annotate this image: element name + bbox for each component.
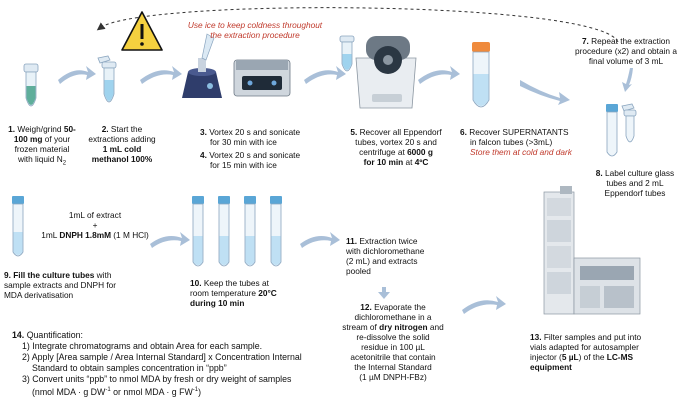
warning-icon [121,11,163,51]
culture-tube-step9-icon [12,196,24,257]
arrow-5-6 [418,66,460,84]
centrifuge-icon [355,36,417,109]
eppendorf-methanol-icon [97,55,117,103]
step-2-text: 2. Start the extractions adding 1 mL col… [88,124,156,164]
vortex-icon [182,33,222,98]
step-13-text: 13. Filter samples and put into vials ad… [530,332,642,372]
arrow-2-3 [140,66,182,84]
step-14-quantification: 14. Quantification: 1) Integrate chromat… [12,330,302,397]
arrow-1-2 [58,66,96,84]
step-12-text: 12. Evaporate the dichloromethane in a s… [342,302,444,382]
lcms-equipment-icon [543,186,641,315]
arrow-down-11-12 [378,287,390,299]
eppendorf-green-icon [23,63,39,107]
eppendorf-label-icon [621,103,637,143]
warning-note: Use ice to keep coldness throughout the … [187,20,323,40]
falcon-tube-icon [472,42,490,108]
step-10-text: 10. Keep the tubes at room temperature 2… [190,278,277,308]
step-6-text: 6. Recover SUPERNATANTS in falcon tubes … [460,127,572,157]
step-11-text: 11. Extraction twice with dichloromethan… [346,236,425,276]
eppendorf-small-icon [339,35,355,72]
step-1-text: 1. Weigh/grind 50- 100 mg of your frozen… [8,124,76,167]
culture-tube-icon [606,104,618,157]
flow-arrows [58,66,633,314]
step-3-text: 3. Vortex 20 s and sonicate for 30 min w… [200,127,301,147]
arrow-12-13 [462,296,506,314]
step-9-mixture: 1mL of extract + 1mL DNPH 1.8mM (1 M HCl… [41,210,149,240]
step-9-text: 9. Fill the culture tubes with sample ex… [4,270,117,300]
arrow-6-7 [520,80,570,105]
culture-tubes-step10-icon [192,196,282,267]
step-8-text: 8. Label culture glass tubes and 2 mL Ep… [595,168,675,198]
arrow-9-10 [150,232,190,248]
arrow-down-7-8 [622,68,633,92]
arrow-10-11 [300,232,340,248]
arrow-3-5 [304,66,346,84]
step-7-text: 7. Repeat the extraction procedure (x2) … [575,36,677,66]
step-5-text: 5. Recover all Eppendorf tubes, vortex 2… [350,127,442,167]
step-4-text: 4. Vortex 20 s and sonicate for 15 min w… [200,150,301,170]
sonicator-icon [233,59,291,97]
